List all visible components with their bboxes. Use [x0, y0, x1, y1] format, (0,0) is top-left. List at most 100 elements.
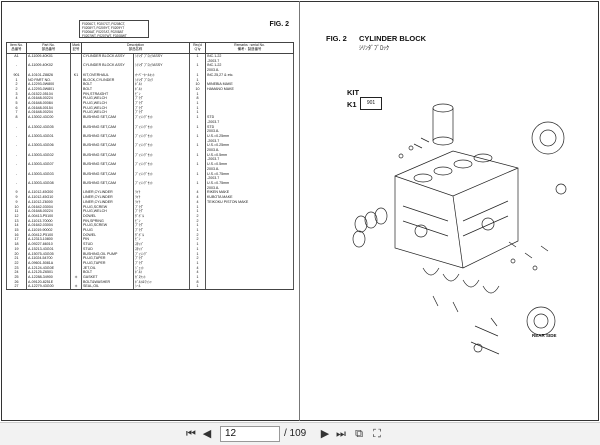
remarks-cell: U.S.=0.25mm — [205, 133, 294, 139]
remarks-cell — [205, 265, 294, 271]
figure-title: CYLINDER BLOCK — [359, 34, 427, 43]
rear-oil-seal-part — [470, 306, 556, 355]
remarks-cell: U.S.=0.25mm — [205, 143, 294, 149]
remarks-cell — [205, 251, 294, 257]
fullscreen-icon[interactable]: ⛶ — [373, 428, 381, 440]
figure-label: FIG. 2 — [269, 21, 289, 28]
remarks-cell — [205, 218, 294, 224]
remarks-cell — [205, 279, 294, 285]
rear-side-label: REAR SIDE — [532, 333, 557, 338]
part-no-cell: A-12279-43G00 — [26, 284, 71, 291]
remarks-cell: -2003.7 — [205, 176, 294, 181]
cylinder-block-part — [394, 150, 519, 269]
remarks-cell — [205, 101, 294, 106]
pdf-viewer-toolbar: ⏮ ◀ 12 / 109 ▶ ⏭ ⧉ ⛶ — [0, 422, 600, 445]
applicable-models-box: F0206CT, F0207CT, F0208CT, F0208YT, F020… — [79, 20, 149, 38]
remarks-cell — [205, 110, 294, 116]
remarks-cell — [205, 275, 294, 280]
description-cell: SEAL,OIL — [81, 284, 134, 291]
fit-page-icon[interactable]: ⧉ — [355, 428, 363, 440]
remarks-cell: 2003.8- — [205, 68, 294, 73]
col-item-no: Item No.品番号 — [6, 42, 27, 54]
last-page-icon[interactable]: ⏭ — [336, 428, 346, 440]
col-part-no: Part No.部品番号 — [26, 42, 71, 54]
cam-bushing-parts — [352, 207, 388, 248]
remarks-cell — [205, 270, 294, 276]
bolt-parts — [398, 137, 549, 327]
remarks-cell — [205, 242, 294, 247]
model-line: F0208YT, F0209YT, F0209YT — [82, 26, 125, 30]
next-page-icon[interactable]: ▶ — [320, 428, 330, 440]
gasket-part — [531, 121, 567, 195]
remarks-cell — [205, 260, 294, 266]
remarks-cell — [205, 204, 294, 210]
first-page-icon[interactable]: ⏮ — [186, 428, 196, 440]
remarks-cell: U.S.=0.75mm — [205, 171, 294, 177]
previous-page-icon[interactable]: ◀ — [202, 428, 212, 440]
left-page: F0206CT, F0207CT, F0208CT, F0208YT, F020… — [6, 6, 294, 416]
remarks-cell — [205, 246, 294, 252]
page-total: / 109 — [284, 428, 307, 439]
remarks-cell: INC.25,27 & etc. — [205, 72, 294, 78]
table-row: 2003.8- — [6, 129, 294, 134]
model-line: F0206AT, F0207AT, F0208AT — [82, 30, 124, 34]
mark-cell: ＊ — [70, 284, 82, 291]
description-jp-cell: ｼｰﾙ — [133, 284, 190, 291]
remarks-cell: 2003.8- — [205, 148, 294, 153]
table-row: -2003.7 — [6, 157, 294, 163]
remarks-cell: MINEBIA MAKE — [205, 82, 294, 87]
remarks-cell — [205, 228, 294, 233]
kit-label: KIT — [347, 88, 360, 97]
bearing-cap-parts — [422, 267, 500, 313]
remarks-cell: -2003.7 — [205, 138, 294, 144]
table-row: -2003.7 — [6, 58, 294, 64]
page-number-input[interactable]: 12 — [220, 426, 280, 442]
remarks-cell: -2003.7 — [205, 119, 294, 125]
remarks-cell: -2003.7 — [205, 157, 294, 163]
remarks-cell: RIKEN MAKE — [205, 190, 294, 196]
table-row: -2003.7 — [6, 119, 294, 125]
remarks-cell: INC.1-22 — [205, 53, 294, 59]
figure-label: FIG. 2 — [326, 34, 347, 43]
remarks-cell — [205, 213, 294, 219]
remarks-cell — [205, 105, 294, 111]
remarks-cell: STD — [205, 115, 294, 120]
item-no-cell: 27 — [6, 284, 27, 291]
right-page: FIG. 2 CYLINDER BLOCK ｼﾘﾝﾀﾞﾌﾞﾛｯｸ KIT K1 … — [303, 6, 595, 416]
k1-callout-box: 901 — [360, 97, 382, 110]
remarks-cell — [205, 91, 294, 97]
